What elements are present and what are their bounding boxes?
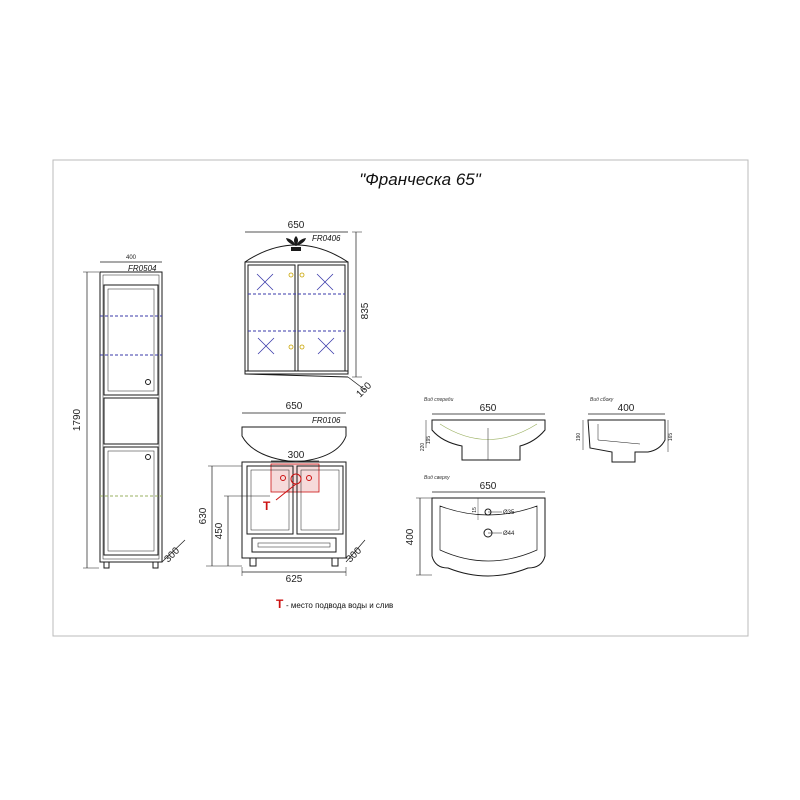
mirror-glass-decor: [256, 273, 335, 355]
basin-front-height-b: 195: [426, 436, 432, 445]
vanity-left-door: [246, 465, 294, 535]
mirror-left-door: [247, 264, 296, 372]
vanity-supply-marker: T: [263, 499, 271, 513]
basin-top-width-dim: 650: [480, 481, 497, 492]
legend-marker: T: [276, 597, 284, 611]
column-knob-icon: [145, 379, 151, 385]
vanity-cabinet: [206, 412, 366, 576]
column-depth-dim: 300: [162, 545, 182, 565]
column-code: FR0504: [128, 264, 157, 273]
mirror-right-door: [297, 264, 346, 372]
basin-side-width-dim: 400: [618, 403, 635, 414]
column-lower-door: [103, 446, 159, 556]
legend-text: - место подвода воды и слив: [286, 601, 393, 610]
vanity-right-door: [296, 465, 344, 535]
mirror-crest-icon: [286, 236, 306, 251]
vanity-drawer: [251, 537, 337, 553]
basin-top-label: Вид сверху: [424, 475, 450, 481]
basin-top-view: [416, 491, 546, 577]
vanity-top-width-dim: 650: [286, 401, 303, 412]
basin-front-label: Вид спереди: [424, 397, 454, 403]
basin-front-width-dim: 650: [480, 403, 497, 414]
column-niche: [103, 397, 159, 445]
column-shelves: [100, 315, 162, 497]
basin-top-depth-dim: 400: [405, 528, 416, 545]
vanity-height-supply-dim: 450: [214, 522, 225, 539]
basin-top-tap-diameter: Ø35: [503, 510, 515, 516]
basin-top-offset: 15: [472, 507, 478, 513]
vanity-depth-dim: 300: [344, 545, 364, 565]
column-cabinet: [83, 261, 186, 569]
basin-side-height-b: 165: [668, 433, 674, 442]
basin-front-height-a: 220: [420, 443, 426, 452]
vanity-tap-holes: [275, 473, 312, 501]
column-height-dim: 1790: [72, 408, 83, 431]
column-upper-door: [103, 284, 159, 396]
vanity-base-width-dim: 625: [286, 574, 303, 585]
basin-side-label: Вид сбоку: [590, 397, 614, 403]
mirror-height-dim: 835: [360, 302, 371, 319]
vanity-height-total-dim: 630: [198, 507, 209, 524]
mirror-code: FR0406: [312, 234, 341, 243]
basin-side-view: [582, 413, 669, 463]
mirror-shelves: [248, 293, 345, 332]
column-width-dim: 400: [126, 255, 137, 261]
mirror-knob-icons: [288, 272, 305, 350]
mirror-depth-dim: 160: [354, 380, 374, 400]
basin-top-drain-diameter: Ø44: [503, 531, 515, 537]
drawing-title: "Франческа 65": [359, 170, 481, 189]
mirror-cabinet: [244, 231, 366, 391]
vanity-code: FR0106: [312, 416, 341, 425]
sheet-border: [52, 159, 749, 637]
basin-front-view: [425, 413, 546, 461]
basin-side-height-a: 190: [576, 433, 582, 442]
mirror-width-dim: 650: [288, 220, 305, 231]
vanity-zone-dim: 300: [288, 450, 305, 461]
